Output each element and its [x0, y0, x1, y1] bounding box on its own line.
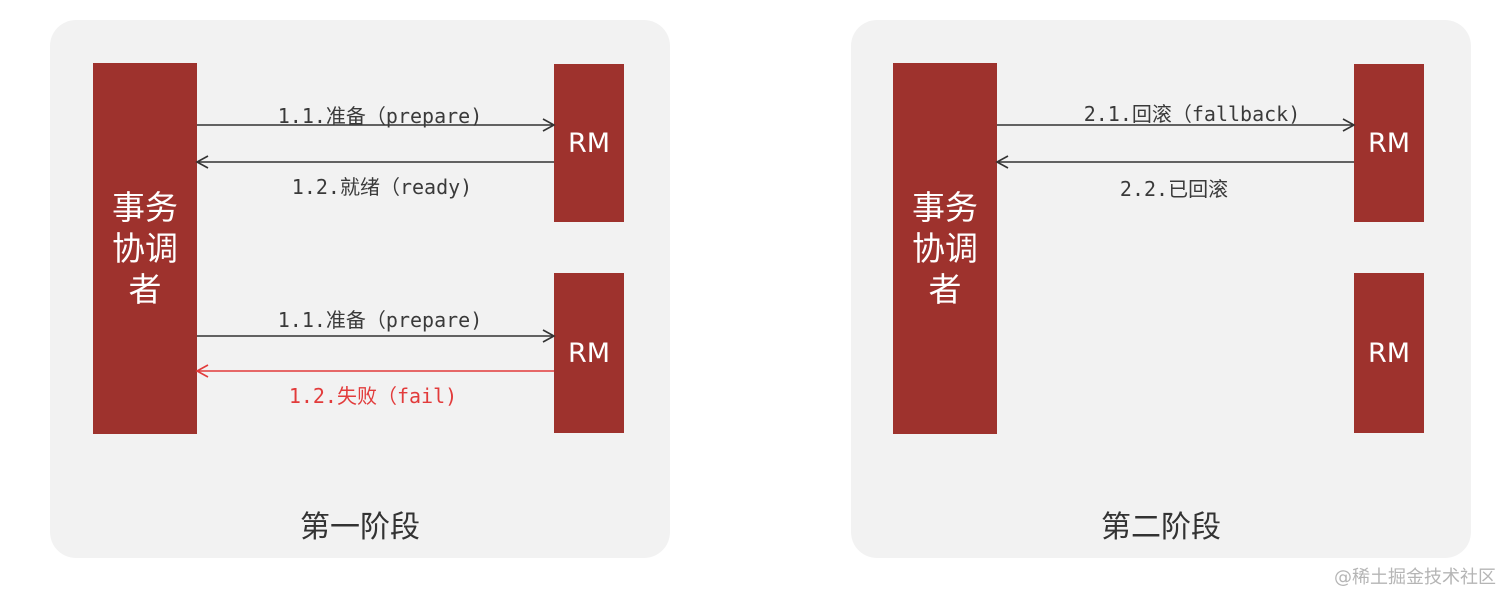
arrow-fallback	[997, 118, 1356, 132]
arrow-prepare-top	[197, 118, 556, 132]
rm-label: RM	[567, 337, 611, 369]
msg-prepare-top: 1.1.准备（prepare)	[277, 104, 483, 128]
rm-block-top: RM	[1354, 64, 1424, 222]
phase-two-title: 第二阶段	[1101, 510, 1221, 545]
msg-fallback: 2.1.回滚（fallback)	[1083, 102, 1301, 126]
rm-label: RM	[567, 127, 611, 159]
msg-fail: 1.2.失败（fail)	[288, 384, 458, 408]
arrow-prepare-bottom	[197, 329, 556, 343]
arrow-ready	[195, 155, 554, 169]
rm-block-top: RM	[554, 64, 624, 222]
coordinator-label: 事务协调者	[112, 188, 178, 309]
arrow-fail	[195, 364, 554, 378]
rm-block-bottom: RM	[554, 273, 624, 433]
phase-two-arrows	[995, 118, 1356, 169]
phase-one-panel: 事务协调者 RM RM 1.1.准备（prepare) 1.2.就绪（ready…	[50, 20, 670, 558]
arrow-rolled-back	[995, 155, 1354, 169]
msg-prepare-bottom: 1.1.准备（prepare)	[277, 308, 483, 332]
phase-two-panel: 事务协调者 RM RM 2.1.回滚（fallback) 2.2.已回滚 第二阶…	[851, 20, 1471, 558]
phase-one-title: 第一阶段	[300, 510, 420, 545]
watermark: @稀土掘金技术社区	[1334, 567, 1496, 588]
phase-one-arrows	[195, 118, 556, 378]
coordinator-label: 事务协调者	[912, 188, 978, 309]
rm-label: RM	[1367, 127, 1411, 159]
msg-rolled-back: 2.2.已回滚	[1119, 177, 1229, 201]
msg-ready: 1.2.就绪（ready)	[291, 175, 473, 199]
rm-label: RM	[1367, 337, 1411, 369]
transaction-coordinator-block: 事务协调者	[893, 63, 997, 434]
transaction-coordinator-block: 事务协调者	[93, 63, 197, 434]
rm-block-bottom: RM	[1354, 273, 1424, 433]
